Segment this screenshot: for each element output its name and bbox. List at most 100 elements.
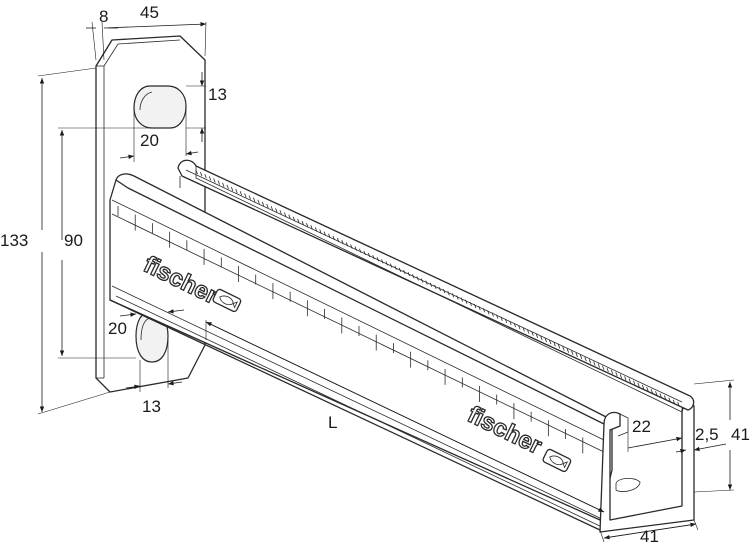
serration-tooth	[456, 295, 459, 300]
dimension-lip-thickness: 2,5	[675, 425, 727, 454]
serration-tooth	[513, 323, 516, 328]
dim-label-41-height: 41	[731, 425, 750, 444]
dim-label-22: 22	[632, 417, 651, 436]
serration	[195, 169, 680, 407]
serration-tooth	[637, 382, 640, 387]
serration-tooth	[416, 276, 419, 281]
serration-tooth	[553, 342, 556, 347]
dim-label-45: 45	[140, 3, 159, 22]
serration-tooth	[398, 267, 402, 272]
serration-tooth	[602, 365, 605, 370]
serration-tooth	[266, 203, 269, 209]
serration-tooth	[443, 288, 446, 294]
serration-tooth	[270, 206, 273, 211]
dim-label-2-5: 2,5	[695, 425, 719, 444]
dimension-upper-slot-height: 13	[186, 72, 227, 142]
serration-tooth	[478, 306, 481, 311]
serration-tooth	[257, 199, 260, 204]
serration-tooth	[526, 329, 530, 334]
dimension-lower-slot-height: 13	[125, 340, 183, 416]
serration-tooth	[575, 352, 578, 358]
serration-tooth	[677, 401, 680, 407]
serration-tooth	[226, 184, 229, 190]
serration-tooth	[376, 257, 380, 262]
fish-badge-upper	[212, 288, 242, 313]
serration-tooth	[279, 210, 282, 215]
serration-tooth	[239, 191, 243, 196]
dim-label-L: L	[328, 413, 337, 432]
slot-marks	[117, 206, 584, 454]
serration-tooth	[244, 193, 247, 198]
serration-tooth	[412, 274, 415, 279]
serration-tooth	[390, 263, 393, 268]
serration-tooth	[672, 399, 676, 404]
serration-tooth	[566, 348, 570, 353]
dimension-profile-width: 41	[599, 519, 699, 544]
serration-tooth	[588, 359, 592, 364]
serration-tooth	[434, 284, 437, 290]
dimension-upper-slot-width: 20	[119, 106, 199, 162]
serration-tooth	[297, 218, 300, 224]
serration-tooth	[451, 293, 455, 298]
serration-tooth	[420, 278, 424, 283]
serration-tooth	[213, 178, 216, 183]
serration-tooth	[222, 182, 225, 187]
dim-label-133: 133	[0, 231, 28, 250]
dim-label-13-upper: 13	[208, 85, 227, 104]
serration-tooth	[200, 171, 203, 177]
serration-tooth	[571, 350, 574, 355]
serration-tooth	[522, 327, 525, 332]
serration-tooth	[610, 369, 614, 375]
serration-tooth	[659, 393, 662, 398]
dim-label-41-width: 41	[640, 527, 659, 544]
serration-tooth	[482, 308, 486, 313]
serration-tooth	[425, 280, 428, 285]
serration-tooth	[562, 346, 565, 351]
serration-tooth	[580, 354, 583, 360]
upper-slot	[133, 85, 187, 129]
channel-rail	[109, 159, 695, 533]
serration-tooth	[354, 246, 357, 251]
dimension-lower-slot-width: 20	[108, 309, 185, 338]
serration-tooth	[345, 242, 349, 247]
serration-tooth	[306, 223, 309, 228]
dimension-plate-width: 45	[103, 3, 207, 57]
serration-tooth	[337, 237, 340, 243]
serration-tooth	[619, 374, 623, 379]
serration-tooth	[535, 333, 539, 338]
dim-label-13-lower: 13	[142, 397, 161, 416]
dimension-lip-gap: 22	[627, 412, 683, 452]
serration-tooth	[204, 174, 207, 179]
serration-tooth	[465, 299, 468, 304]
dim-label-8: 8	[99, 7, 108, 26]
serration-tooth	[557, 344, 561, 349]
serration-tooth	[319, 229, 322, 234]
serration-tooth	[253, 197, 256, 202]
serration-tooth	[518, 325, 521, 330]
serration-tooth	[544, 337, 547, 343]
serration-tooth	[359, 248, 362, 253]
serration-tooth	[261, 201, 265, 207]
serration-tooth	[438, 286, 441, 292]
dim-label-20-upper: 20	[140, 131, 159, 150]
serration-tooth	[549, 340, 552, 345]
serration-tooth	[230, 186, 234, 192]
serration-tooth	[332, 235, 335, 241]
serration-tooth	[447, 291, 450, 296]
serration-tooth	[323, 231, 327, 236]
serration-tooth	[429, 282, 433, 287]
fish-badge-lower	[542, 448, 572, 473]
serration-tooth	[469, 301, 472, 307]
serration-tooth	[650, 388, 653, 394]
serration-tooth	[328, 233, 331, 238]
dimension-profile-height: 41	[693, 379, 750, 493]
serration-tooth	[615, 371, 618, 377]
serration-tooth	[641, 384, 645, 389]
serration-tooth	[460, 297, 463, 302]
serration-tooth	[597, 363, 600, 368]
serration-tooth	[584, 357, 587, 362]
serration-tooth	[275, 208, 278, 213]
serration-tooth	[487, 310, 490, 315]
dimension-length: L	[205, 320, 605, 513]
